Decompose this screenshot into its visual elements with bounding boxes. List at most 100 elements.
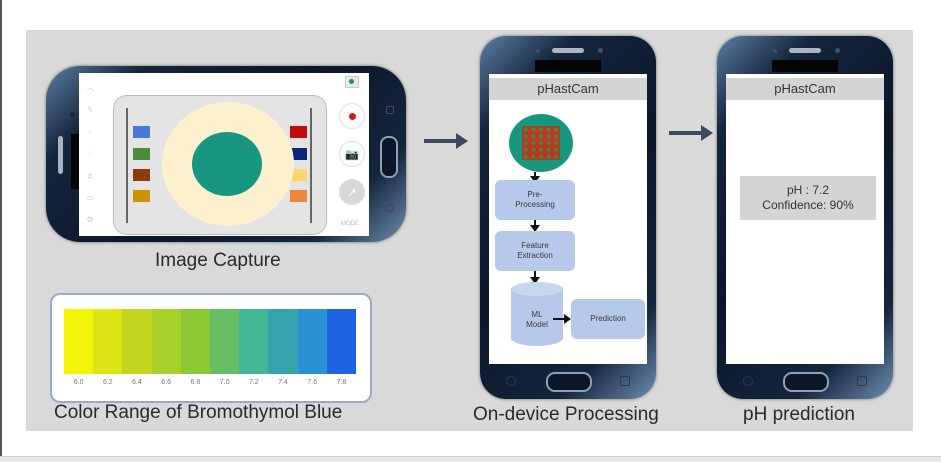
arrow-down-icon [530,172,540,183]
confidence-value: Confidence: 90% [762,198,854,212]
front-camera-icon [70,112,75,117]
gallery-icon: ↗ [347,186,357,199]
sample-grid [522,126,560,160]
app-title-bar: pHastCam [489,78,647,100]
recent-apps-icon[interactable] [857,376,867,386]
phone-sensor-strip [71,134,81,189]
color-swatch-ph-6.8 [180,309,211,374]
phone-speaker [552,48,584,53]
white-balance-icon[interactable]: ◌ [87,149,93,158]
chevron-up-icon[interactable]: ︿ [86,83,94,92]
record-icon [348,112,356,120]
ph-tick-label: 7.2 [248,379,259,386]
back-icon[interactable] [743,376,753,386]
prediction-screen: pHastCam pH : 7.2 Confidence: 90% [726,74,884,364]
color-scale-bar [64,309,357,374]
caption-color-range: Color Range of Bromothymol Blue [54,402,343,423]
recent-apps-icon[interactable] [620,376,630,386]
camera-icon: 📷 [345,148,359,161]
color-swatch-ph-6.0 [64,309,94,374]
home-button[interactable] [783,372,829,392]
gallery-button[interactable]: ↗ [339,179,365,205]
ph-tick-label: 7.8 [336,379,347,386]
phone-speaker [789,48,821,53]
frame-left-border [0,0,2,461]
back-icon[interactable] [506,376,516,386]
ph-tick-label: 6.8 [190,379,201,386]
ph-tick-label: 6.2 [102,379,113,386]
ph-tick-label: 6.6 [161,379,172,386]
arrow-down-icon [530,271,540,284]
sample-solution [192,132,262,196]
caption-image-capture: Image Capture [155,250,281,271]
step-prediction: Prediction [571,299,645,339]
color-swatch-ph-6.2 [93,309,123,374]
color-swatch-ph-7.2 [239,309,269,374]
ph-tick-label: 7.6 [307,379,318,386]
mode-label[interactable]: MODE [341,221,359,227]
camera-controls: 📷 ↗ MODE [335,73,365,236]
sample-well-ring [162,102,294,226]
color-swatch-ph-6.6 [151,309,181,374]
step-label: Pre- Processing [515,190,555,209]
guide-line-left [126,108,128,223]
switch-camera-icon[interactable] [345,76,359,88]
recent-apps-icon[interactable] [386,106,394,114]
proximity-sensor [773,49,777,53]
flash-icon[interactable]: ϟ [87,105,93,114]
reference-swatch [133,126,150,138]
color-swatch-ph-7.8 [326,309,357,374]
ph-tick-label: 6.0 [73,379,84,386]
record-button[interactable] [339,103,365,129]
app-title-bar: pHastCam [726,78,884,100]
frame-bottom-border [0,456,941,462]
reference-swatch [290,148,307,160]
ph-value: pH : 7.2 [786,183,830,197]
capture-screen: ︿ ϟ ▫ ◌ ± ▭ ⚙ 📷 ↗ [79,73,369,236]
reference-swatch [290,169,307,181]
arrow-down-icon [530,220,540,232]
guide-line-right [310,108,312,223]
back-icon[interactable] [386,204,394,212]
reference-swatch [133,190,150,202]
reference-swatch [133,169,150,181]
camera-settings-bar: ︿ ϟ ▫ ◌ ± ▭ ⚙ [83,77,97,232]
flow-arrow-right-icon [424,133,468,149]
capture-phone: ︿ ϟ ▫ ◌ ± ▭ ⚙ 📷 ↗ [46,66,406,242]
color-swatch-ph-7.6 [297,309,327,374]
arrow-right-icon [553,314,571,324]
step-label: Feature Extraction [517,241,553,260]
processing-screen: pHastCam Pre- Processing Feature Extract… [489,74,647,364]
exposure-icon[interactable]: ± [87,171,93,180]
step-label: Prediction [590,314,626,323]
resolution-icon[interactable]: ▭ [86,193,94,202]
prediction-phone: pHastCam pH : 7.2 Confidence: 90% [717,36,893,399]
reference-swatch [133,148,150,160]
color-swatch-ph-6.4 [122,309,152,374]
phone-sensor-strip [535,60,601,72]
front-camera-icon [598,48,603,53]
result-box: pH : 7.2 Confidence: 90% [740,176,876,220]
iso-icon[interactable]: ▫ [88,127,92,136]
reference-swatch [290,126,307,138]
shutter-button[interactable]: 📷 [339,141,365,167]
home-button[interactable] [380,136,398,178]
ph-tick-label: 6.4 [132,379,142,386]
front-camera-icon [835,48,840,53]
camera-preview [113,95,327,235]
step-ml-model: ML Model [511,282,563,346]
ph-tick-label: 7.4 [278,379,288,386]
step-feature-extraction: Feature Extraction [495,231,575,271]
settings-icon[interactable]: ⚙ [86,215,94,224]
color-swatch-ph-7.4 [268,309,298,374]
phone-sensor-strip [772,60,838,72]
flow-arrow-right-icon [669,125,713,141]
home-button[interactable] [546,372,592,392]
color-range-card: 6.0 6.2 6.4 6.6 6.8 7.0 7.2 7.4 7.6 7.8 [50,293,372,403]
ph-tick-label: 7.0 [219,379,230,386]
phone-speaker [58,136,63,174]
step-label: ML Model [526,310,548,329]
color-swatch-ph-7.0 [210,309,240,374]
sample-image [509,114,573,172]
step-pre-processing: Pre- Processing [495,180,575,220]
